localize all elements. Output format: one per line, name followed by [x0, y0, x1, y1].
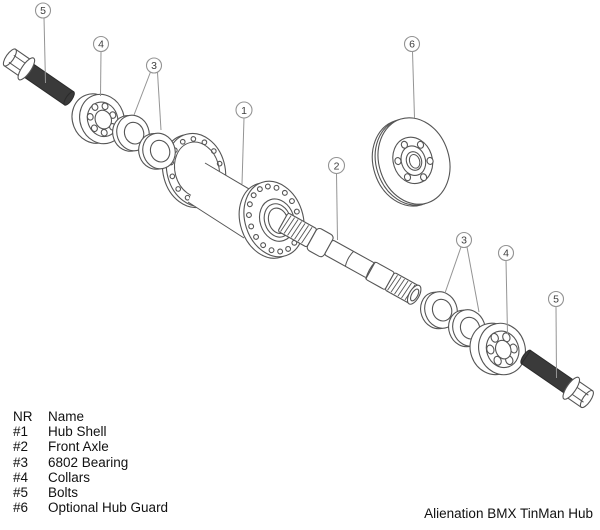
legend-nr: #5	[13, 485, 29, 501]
legend-row-bolts: #5 Bolts	[13, 485, 168, 500]
callout-1-label: 1	[241, 105, 247, 117]
legend-row-bearing: #3 6802 Bearing	[13, 455, 168, 470]
legend-nr: #1	[13, 424, 29, 440]
callout-4-bottom-label: 4	[503, 248, 509, 260]
legend-row-hub-shell: #1 Hub Shell	[13, 424, 168, 439]
legend-row-hub-guard: #6 Optional Hub Guard	[13, 500, 168, 515]
callout-6-label: 6	[409, 39, 415, 51]
legend-name: Hub Shell	[48, 424, 107, 440]
callout-6: 6	[403, 35, 421, 53]
part-hub-shell	[161, 132, 305, 259]
part-bolt-top	[2, 48, 75, 106]
part-bearing-top-2	[138, 132, 176, 170]
callout-4-top-label: 4	[98, 39, 104, 51]
callout-3-bottom: 3	[455, 231, 473, 249]
parts-legend: NR Name #1 Hub Shell #2 Front Axle #3 68…	[13, 409, 168, 515]
callout-4-bottom: 4	[497, 244, 515, 262]
legend-row-collars: #4 Collars	[13, 470, 168, 485]
callout-2-label: 2	[334, 160, 340, 172]
legend-name: Bolts	[48, 485, 79, 501]
legend-nr: #6	[13, 500, 29, 516]
callout-5-top: 5	[34, 2, 52, 19]
legend-nr-header: NR	[13, 409, 33, 424]
legend-name: Optional Hub Guard	[48, 500, 169, 516]
callout-5-top-label: 5	[40, 5, 46, 17]
part-hub-guard	[371, 117, 451, 207]
legend-nr: #2	[13, 439, 29, 455]
part-collar-bottom	[469, 322, 526, 376]
legend-name: Collars	[48, 469, 91, 485]
part-collar-top	[71, 93, 125, 145]
callout-5-bottom-label: 5	[553, 294, 559, 306]
callout-1: 1	[235, 101, 253, 119]
diagram-caption: Alienation BMX TinMan Hub	[424, 506, 593, 521]
leader-lines	[43, 17, 557, 379]
callout-2: 2	[327, 156, 346, 175]
legend-nr: #4	[13, 469, 29, 485]
part-bolt-bottom	[520, 349, 594, 409]
part-front-axle	[278, 212, 422, 305]
callout-3-top: 3	[145, 57, 163, 74]
legend-row-front-axle: #2 Front Axle	[13, 439, 168, 454]
legend-name-header: Name	[48, 409, 85, 424]
callout-3-bottom-label: 3	[461, 235, 467, 247]
legend-name: Front Axle	[48, 439, 109, 455]
callout-4-top: 4	[92, 35, 110, 53]
callout-5-bottom: 5	[547, 290, 565, 308]
legend-header-row: NR Name	[13, 409, 168, 424]
legend-nr: #3	[13, 454, 29, 470]
part-bearing-bottom-1	[420, 291, 458, 330]
legend-name: 6802 Bearing	[48, 454, 129, 470]
callout-3-top-label: 3	[151, 60, 157, 72]
